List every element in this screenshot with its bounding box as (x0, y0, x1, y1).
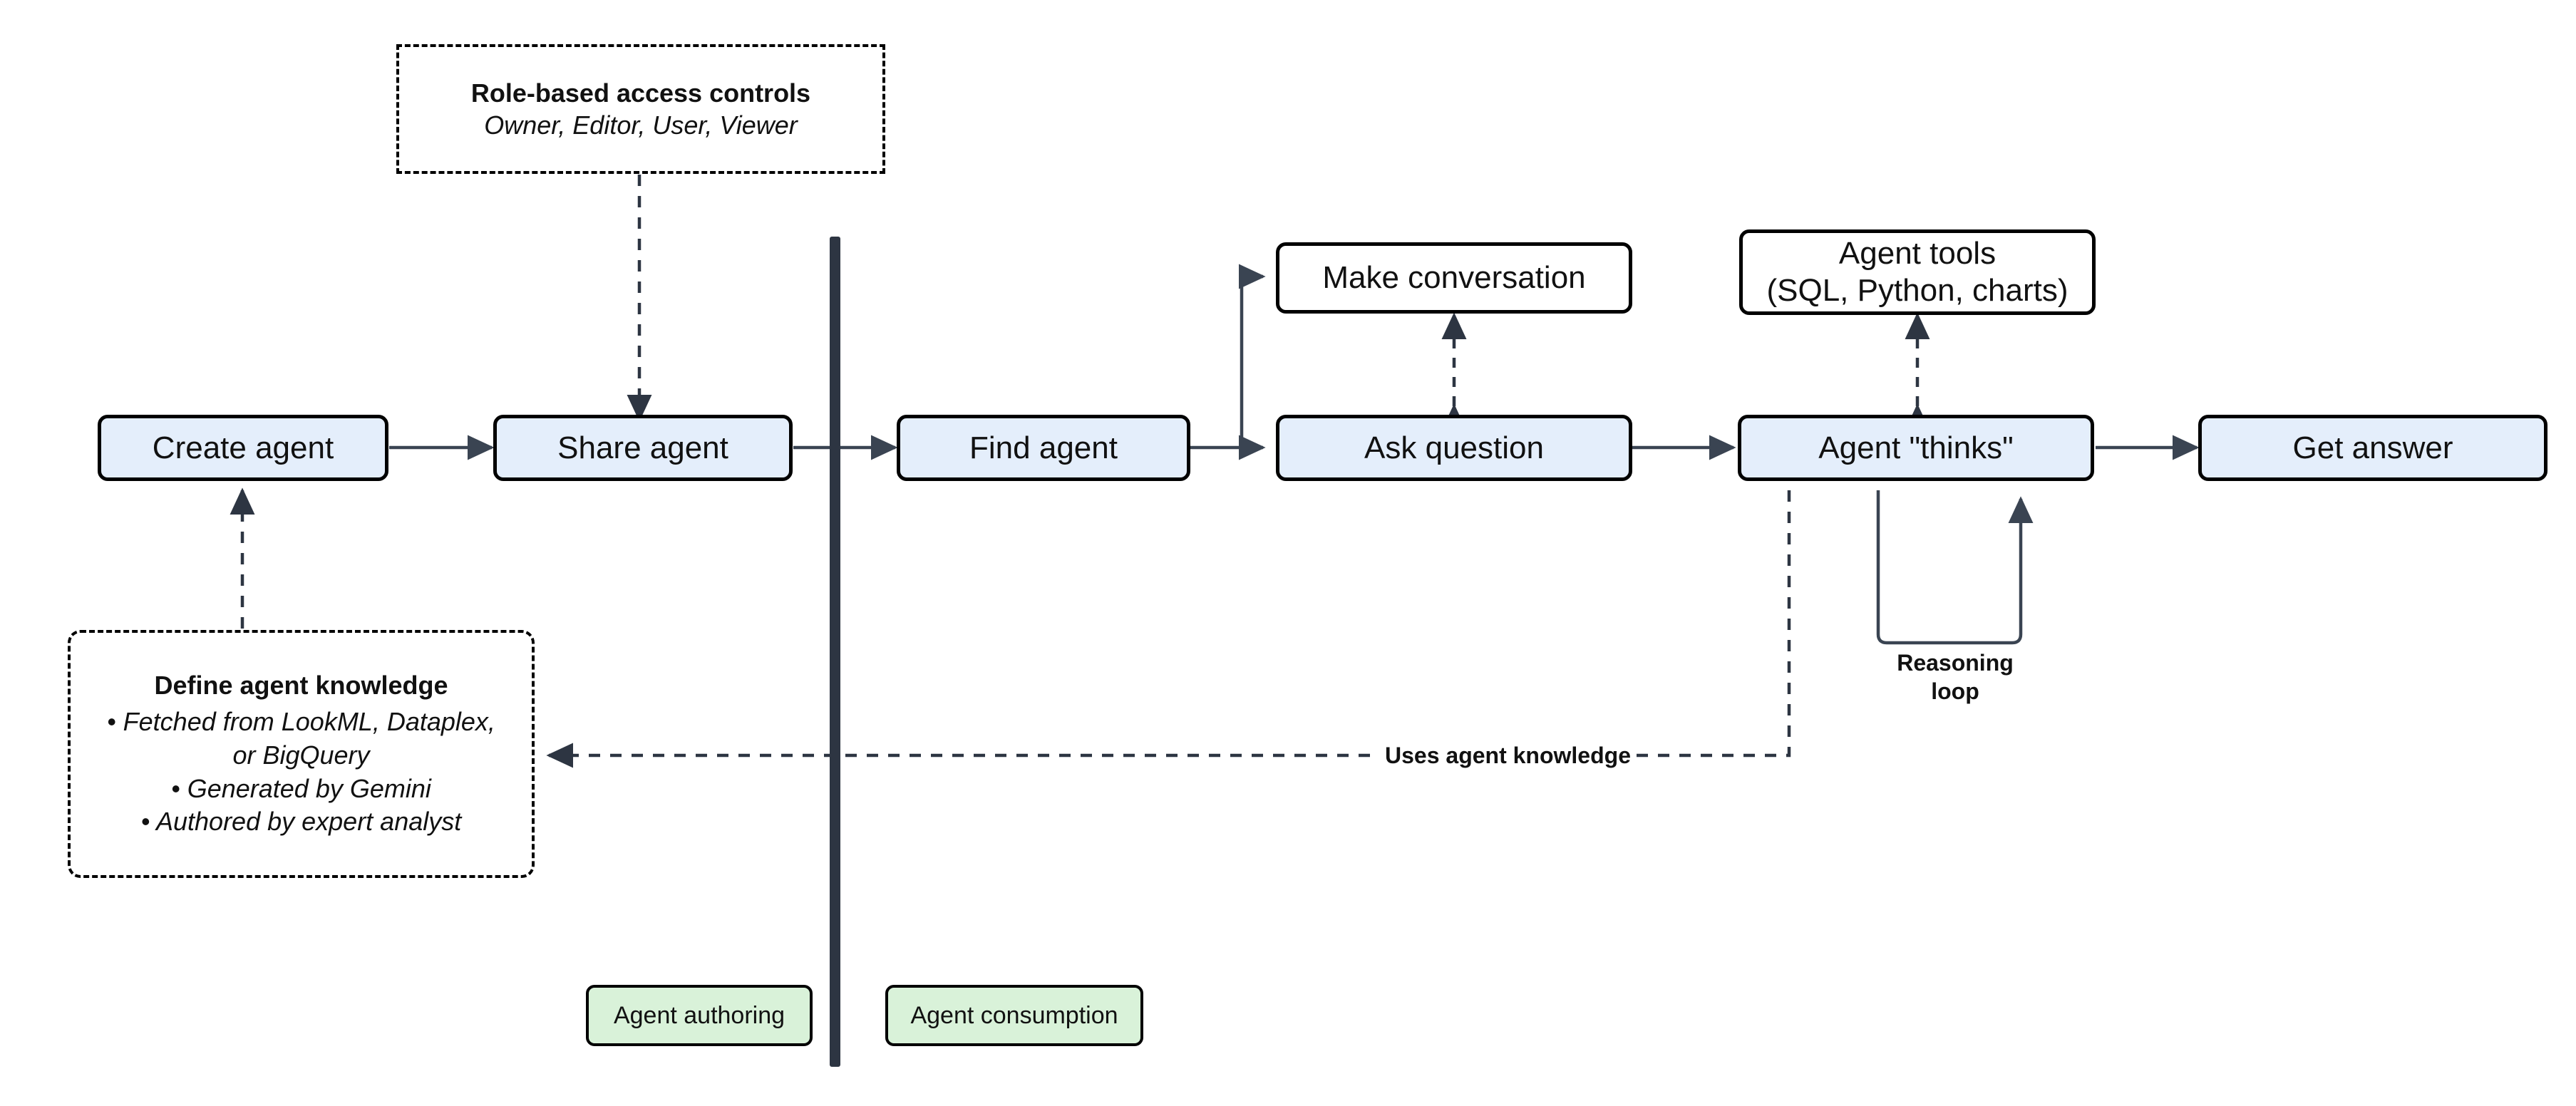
knowledge-bullet: • Generated by Gemini (171, 773, 431, 803)
agent-tools-line-2: (SQL, Python, charts) (1766, 273, 2068, 308)
callout-role-based-access-controls: Role-based access controls Owner, Editor… (396, 44, 885, 174)
node-ask-question[interactable]: Ask question (1276, 415, 1632, 481)
node-create-agent[interactable]: Create agent (98, 415, 388, 481)
node-make-conversation[interactable]: Make conversation (1276, 242, 1632, 314)
reasoning-loop-line-2: loop (1931, 678, 1979, 704)
legend-agent-authoring: Agent authoring (586, 985, 813, 1046)
agent-tools-line-1: Agent tools (1838, 236, 1997, 272)
node-agent-tools[interactable]: Agent tools (SQL, Python, charts) (1739, 229, 2096, 315)
rbac-title: Role-based access controls (470, 78, 811, 108)
knowledge-bullet-list: • Fetched from LookML, Dataplex, or BigQ… (107, 706, 495, 839)
reasoning-loop-line-1: Reasoning (1897, 650, 2014, 676)
reasoning-loop-label: Reasoning loop (1867, 648, 2043, 706)
knowledge-title: Define agent knowledge (154, 670, 448, 700)
legend-agent-consumption: Agent consumption (885, 985, 1143, 1046)
uses-agent-knowledge-label: Uses agent knowledge (1379, 741, 1637, 770)
authoring-consumption-divider (830, 237, 840, 1067)
knowledge-bullet: • Fetched from LookML, Dataplex, or BigQ… (107, 706, 495, 770)
knowledge-bullet: • Authored by expert analyst (140, 807, 462, 837)
node-get-answer[interactable]: Get answer (2198, 415, 2547, 481)
callout-define-agent-knowledge: Define agent knowledge • Fetched from Lo… (68, 630, 535, 878)
node-share-agent[interactable]: Share agent (493, 415, 793, 481)
rbac-subtitle: Owner, Editor, User, Viewer (484, 110, 798, 140)
node-agent-thinks[interactable]: Agent "thinks" (1738, 415, 2094, 481)
node-find-agent[interactable]: Find agent (897, 415, 1190, 481)
